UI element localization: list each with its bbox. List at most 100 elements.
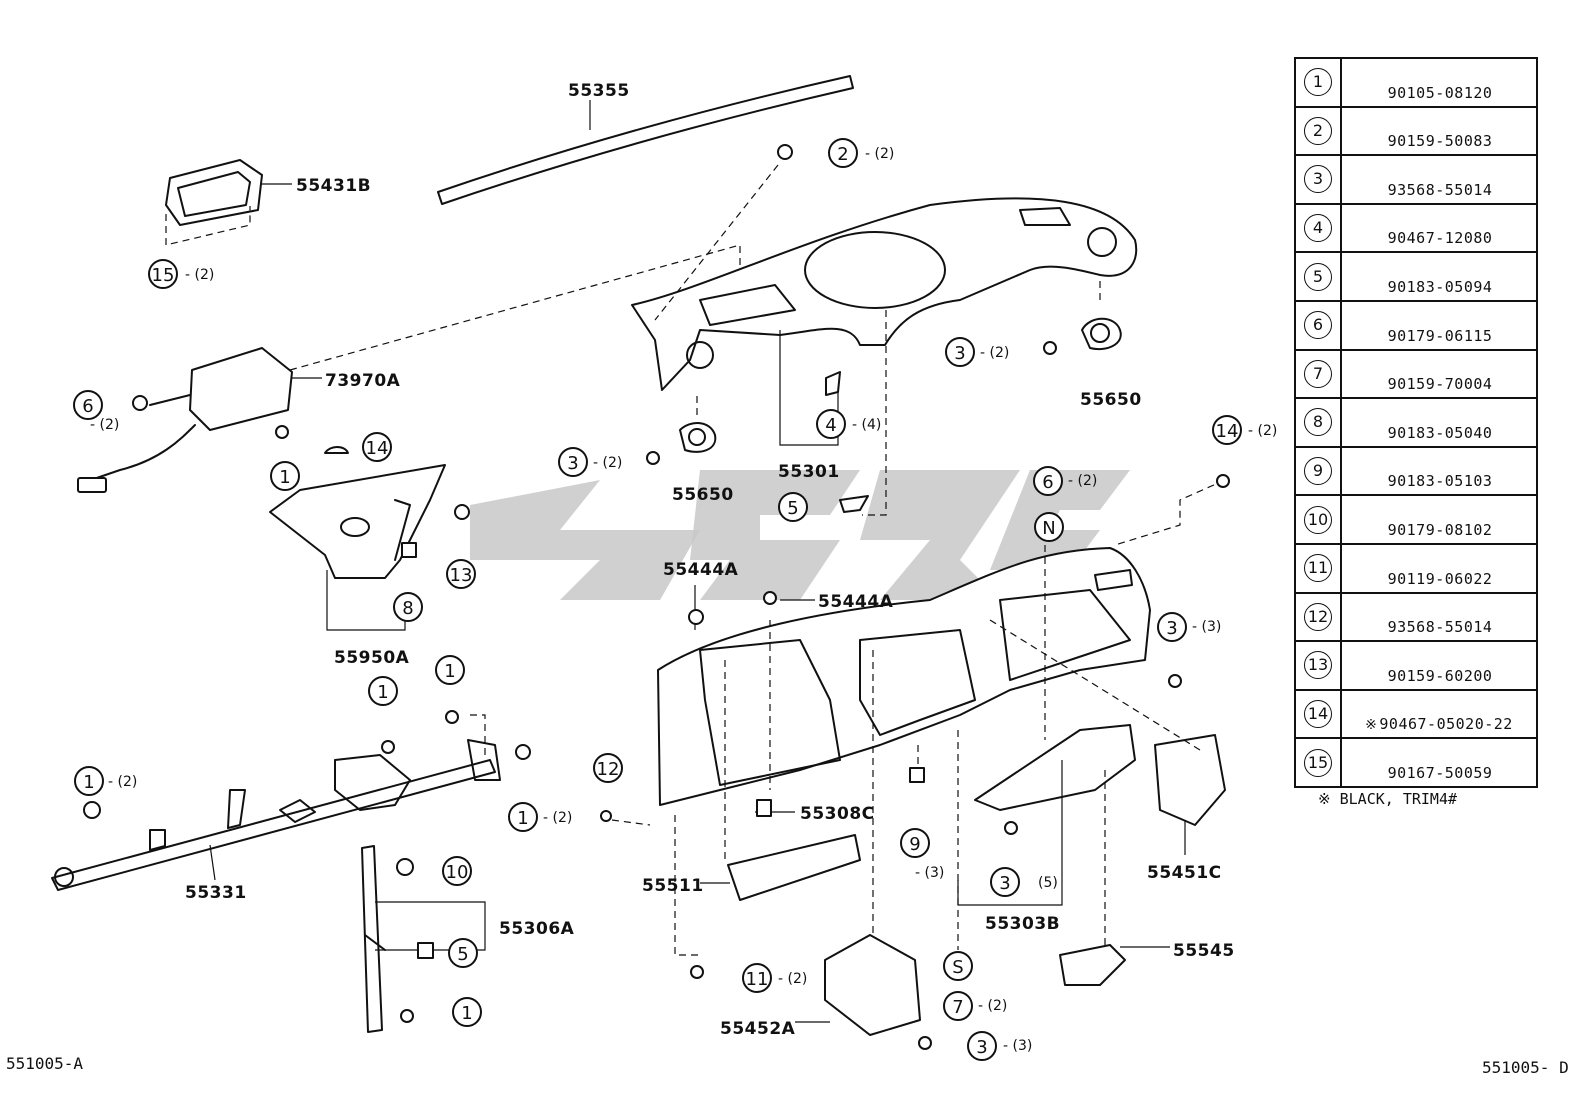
svg-text:5: 5 — [787, 498, 798, 519]
table-key-cell: 5 — [1294, 251, 1342, 302]
duct-55451c — [1154, 734, 1226, 826]
svg-text:2: 2 — [837, 144, 848, 165]
svg-text:- (2): - (2) — [978, 998, 1007, 1014]
svg-text:- (2): - (2) — [1248, 423, 1277, 439]
svg-text:5: 5 — [457, 944, 468, 965]
diagram-code-left: 551005-A — [6, 1054, 84, 1073]
callout-4: 4 - (4) — [816, 409, 881, 439]
duct-55452a — [824, 934, 921, 1036]
callout-3-right: 3 - (3) — [1157, 612, 1221, 642]
table-key-cell: 1 — [1294, 57, 1342, 108]
vent-55650-right — [1081, 317, 1122, 350]
callout-13: 13 — [446, 559, 476, 589]
table-part-number-cell: 90159-70004 — [1340, 348, 1538, 400]
svg-text:1: 1 — [279, 467, 290, 488]
label-55444a-left: 55444A — [663, 560, 739, 580]
table-part-number-cell: 90467-12080 — [1340, 202, 1538, 254]
table-part-number-cell: 90183-05094 — [1340, 251, 1538, 302]
callout-6-left: 6 - (2) — [73, 390, 119, 433]
table-key: 14 — [1304, 700, 1332, 729]
table-part-number-cell: 90179-06115 — [1340, 299, 1538, 351]
label-55306a: 55306A — [499, 919, 575, 939]
table-part-number: 90179-06115 — [1387, 326, 1493, 345]
svg-text:- (3): - (3) — [1003, 1038, 1032, 1054]
svg-text:- (2): - (2) — [1068, 473, 1097, 489]
table-key: 11 — [1304, 554, 1332, 583]
callout-11: 11 - (2) — [742, 963, 807, 993]
svg-text:- (2): - (2) — [90, 417, 119, 433]
svg-text:11: 11 — [746, 969, 769, 990]
table-key-cell: 15 — [1294, 737, 1342, 788]
svg-text:6: 6 — [82, 396, 93, 417]
table-key-cell: 8 — [1294, 397, 1342, 448]
table-key-cell: 6 — [1294, 299, 1342, 351]
svg-text:- (2): - (2) — [593, 455, 622, 471]
table-part-number: 90159-50083 — [1387, 132, 1493, 151]
callout-1-bar-mid: 1 — [368, 676, 398, 706]
cover-55545 — [1059, 944, 1126, 986]
upper-panel-55301 — [631, 197, 1138, 391]
callout-3-vent-left: 3 - (2) — [558, 447, 622, 477]
svg-text:- (2): - (2) — [543, 810, 572, 826]
table-note: ※ — [1365, 717, 1378, 734]
table-part-number: 90119-06022 — [1387, 569, 1493, 588]
vent-55650-left — [679, 422, 717, 453]
svg-text:- (2): - (2) — [185, 267, 214, 283]
callout-10: 10 — [442, 856, 472, 886]
glovebox-55511 — [727, 834, 861, 901]
fasteners — [83, 144, 1230, 1050]
table-part-number: 90159-60200 — [1387, 666, 1493, 685]
svg-text:- (2): - (2) — [865, 146, 894, 162]
svg-text:1: 1 — [377, 682, 388, 703]
callout-8: 8 — [393, 592, 423, 622]
label-55331: 55331 — [185, 883, 247, 903]
svg-text:1: 1 — [461, 1003, 472, 1024]
label-55301: 55301 — [778, 462, 840, 482]
qty-minus-3: - (3) — [915, 865, 944, 881]
table-key: 6 — [1304, 311, 1332, 340]
label-55545: 55545 — [1173, 941, 1235, 961]
svg-text:- (4): - (4) — [852, 417, 881, 433]
table-key: 15 — [1304, 748, 1332, 777]
table-row: 11 90119-06022 — [1294, 542, 1538, 594]
table-part-number: 90159-70004 — [1387, 375, 1493, 394]
label-55303b: 55303B — [985, 914, 1060, 934]
watermark-logo — [470, 470, 1130, 600]
airbag-73970a — [77, 347, 293, 493]
svg-text:3: 3 — [567, 453, 578, 474]
label-55452a: 55452A — [720, 1019, 796, 1039]
table-part-number: 90467-05020-22 — [1379, 715, 1513, 734]
callout-1-bar-right: 1 - (2) — [508, 802, 572, 832]
label-55650-right: 55650 — [1080, 390, 1142, 410]
callout-1-airbag: 1 — [270, 461, 300, 491]
table-key: 4 — [1304, 214, 1332, 243]
callout-3-vent-right: 3 - (2) — [945, 337, 1009, 367]
callout-15: 15 - (2) — [148, 259, 214, 289]
callout-3-lower-cover: 3 (5) — [990, 867, 1058, 897]
instrument-panel-lower — [657, 547, 1151, 806]
svg-text:S: S — [952, 957, 963, 978]
table-key-cell: 10 — [1294, 494, 1342, 545]
table-part-number: 90183-05103 — [1387, 472, 1493, 491]
callout-2: 2 - (2) — [828, 138, 894, 168]
footnote: ※ BLACK, TRIM4# — [1318, 790, 1457, 808]
table-row: 6 90179-06115 — [1294, 299, 1538, 351]
table-part-number: 90105-08120 — [1387, 83, 1493, 102]
label-55308c: 55308C — [800, 804, 875, 824]
svg-text:4: 4 — [825, 415, 836, 436]
svg-text:1: 1 — [517, 808, 528, 829]
label-73970a: 73970A — [325, 371, 401, 391]
table-key: 1 — [1304, 68, 1332, 97]
svg-text:15: 15 — [152, 265, 175, 286]
label-55444a-right: 55444A — [818, 592, 894, 612]
